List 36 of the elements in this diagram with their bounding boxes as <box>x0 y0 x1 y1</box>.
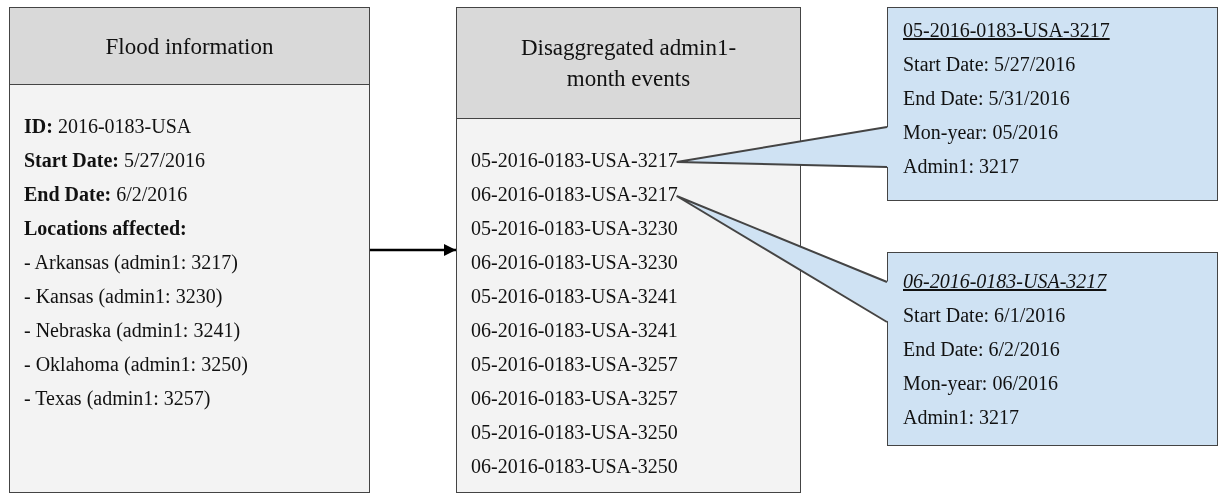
header-title: Flood information <box>105 32 274 61</box>
event-id: 06-2016-0183-USA-3217 <box>471 182 678 206</box>
callout-box <box>887 252 1218 446</box>
detail-line: Start Date: 6/1/2016 <box>903 303 1066 327</box>
arrow <box>370 243 456 257</box>
detail-line: Locations affected: <box>24 216 187 240</box>
event-id: 05-2016-0183-USA-3241 <box>471 284 678 308</box>
info-panel <box>456 7 801 493</box>
detail-line: Mon-year: 05/2016 <box>903 120 1058 144</box>
event-id: 05-2016-0183-USA-3217 <box>471 148 678 172</box>
event-id-heading: 06-2016-0183-USA-3217 <box>903 269 1107 293</box>
detail-line: End Date: 6/2/2016 <box>24 182 188 206</box>
event-id-heading: 05-2016-0183-USA-3217 <box>903 18 1110 42</box>
detail-line: - Nebraska (admin1: 3241) <box>24 318 241 342</box>
detail-line: Admin1: 3217 <box>903 154 1020 178</box>
detail-line: - Texas (admin1: 3257) <box>24 386 211 410</box>
info-panel <box>9 7 370 493</box>
detail-line: ID: 2016-0183-USA <box>24 114 192 138</box>
event-id: 05-2016-0183-USA-3257 <box>471 352 678 376</box>
event-id: 06-2016-0183-USA-3250 <box>471 454 678 478</box>
event-id: 05-2016-0183-USA-3230 <box>471 216 678 240</box>
detail-line: Start Date: 5/27/2016 <box>903 52 1076 76</box>
detail-line: End Date: 6/2/2016 <box>903 337 1060 361</box>
event-id: 05-2016-0183-USA-3250 <box>471 420 678 444</box>
detail-line: - Arkansas (admin1: 3217) <box>24 250 238 274</box>
callout-box <box>887 7 1218 201</box>
detail-line: Start Date: 5/27/2016 <box>24 148 206 172</box>
detail-line: - Kansas (admin1: 3230) <box>24 284 223 308</box>
event-id: 06-2016-0183-USA-3241 <box>471 318 678 342</box>
header-title: Disaggregated admin1-month events <box>519 34 738 93</box>
event-id: 06-2016-0183-USA-3257 <box>471 386 678 410</box>
detail-line: Admin1: 3217 <box>903 405 1020 429</box>
detail-line: - Oklahoma (admin1: 3250) <box>24 352 248 376</box>
detail-line: Mon-year: 06/2016 <box>903 371 1058 395</box>
event-id: 06-2016-0183-USA-3230 <box>471 250 678 274</box>
detail-line: End Date: 5/31/2016 <box>903 86 1070 110</box>
